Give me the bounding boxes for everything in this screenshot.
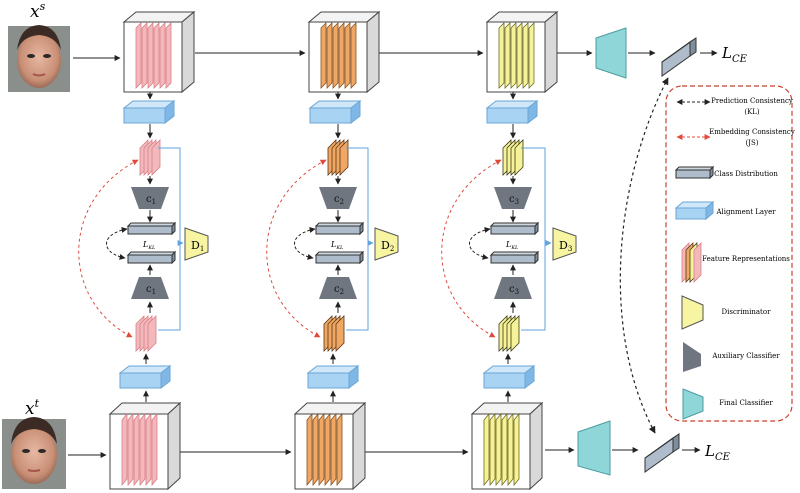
source-feature-2 xyxy=(327,139,349,176)
branch-1: c1 LKL c1 xyxy=(78,92,209,402)
embedding-consistency-1 xyxy=(78,159,139,338)
source-aux-classifier-3 xyxy=(494,187,532,209)
source-alignment-layer-3 xyxy=(485,99,539,125)
target-backbone xyxy=(68,447,575,458)
branch-3: c3 LKL c3 xyxy=(441,92,577,402)
source-input-label: xs xyxy=(30,0,46,22)
legend-prediction-abbr: (KL) xyxy=(744,108,760,116)
kl-label-1: LKL xyxy=(142,240,156,251)
source-class-distribution xyxy=(661,37,697,77)
legend-class-distribution-icon xyxy=(674,165,715,180)
legend-final-classifier-label: Final Classifier xyxy=(719,399,773,407)
source-feature-3 xyxy=(502,139,524,176)
disc-label-2: D2 xyxy=(381,239,394,253)
legend-embedding-label: Embedding Consistency xyxy=(709,128,795,136)
legend: Prediction Consistency (KL) Embedding Co… xyxy=(665,85,795,422)
final-prediction-consistency-arrow xyxy=(619,77,669,434)
embedding-consistency-2 xyxy=(266,159,327,338)
source-ce-loss: LCE xyxy=(721,44,748,65)
prediction-consistency-1 xyxy=(106,227,128,260)
discriminator-2 xyxy=(374,227,399,261)
target-aux-classifier-3 xyxy=(494,277,532,299)
target-alignment-layer-2 xyxy=(306,364,360,390)
target-feature-3 xyxy=(498,315,520,352)
disc-label-1: D1 xyxy=(191,239,204,253)
target-aux-classifier-2 xyxy=(319,277,357,299)
prediction-consistency-2 xyxy=(294,227,316,260)
target-feature-2 xyxy=(323,315,345,352)
discriminator-1 xyxy=(184,227,209,261)
target-class-dist-2 xyxy=(314,250,365,265)
legend-aux-classifier-icon xyxy=(683,342,701,372)
legend-discriminator-icon xyxy=(681,295,704,330)
legend-final-classifier-icon xyxy=(682,388,704,420)
source-class-dist-2 xyxy=(314,221,365,236)
target-alignment-layer-1 xyxy=(118,364,172,390)
legend-feature-label: Feature Representations xyxy=(702,255,790,263)
target-block-3 xyxy=(470,401,544,491)
classifier-label-top-2: c2 xyxy=(334,194,344,206)
classifier-label-bottom-3: c3 xyxy=(509,284,519,296)
kl-label-3: LKL xyxy=(505,240,519,251)
kl-label-2: LKL xyxy=(330,240,344,251)
prediction-consistency-3 xyxy=(469,227,491,260)
target-block-2 xyxy=(293,401,367,491)
source-class-dist-3 xyxy=(489,221,540,236)
legend-feature-icon xyxy=(681,242,702,283)
source-feature-1 xyxy=(139,139,161,176)
target-input-label: xt xyxy=(25,397,40,419)
legend-embedding-abbr: (JS) xyxy=(745,139,758,147)
legend-discriminator-label: Discriminator xyxy=(722,308,772,316)
source-final-classifier xyxy=(595,27,627,79)
target-class-dist-3 xyxy=(489,250,540,265)
source-block-3 xyxy=(485,10,559,94)
source-alignment-layer-1 xyxy=(122,99,176,125)
classifier-label-top-3: c3 xyxy=(509,194,519,206)
classifier-label-bottom-2: c2 xyxy=(334,284,344,296)
legend-prediction-label: Prediction Consistency xyxy=(711,97,793,105)
legend-alignment-layer-icon xyxy=(674,200,715,221)
classifier-label-top-1: c1 xyxy=(146,194,156,206)
target-feature-1 xyxy=(135,315,157,352)
legend-aux-classifier-label: Auxiliary Classifier xyxy=(711,352,780,360)
target-class-dist-1 xyxy=(126,250,177,265)
legend-alignment-layer-label: Alignment Layer xyxy=(715,208,776,216)
source-backbone xyxy=(73,50,593,61)
discriminator-3 xyxy=(552,227,577,261)
target-class-distribution xyxy=(644,433,680,473)
target-block-1 xyxy=(108,401,182,491)
target-aux-classifier-1 xyxy=(131,277,169,299)
source-aux-classifier-1 xyxy=(131,187,169,209)
target-face-image xyxy=(2,417,66,489)
source-alignment-layer-2 xyxy=(308,99,362,125)
legend-class-distribution-label: Class Distribution xyxy=(714,170,778,178)
target-final-classifier xyxy=(577,420,611,476)
source-aux-classifier-2 xyxy=(319,187,357,209)
source-block-1 xyxy=(122,10,196,94)
branch-2: c2 LKL c2 xyxy=(266,92,399,402)
source-class-dist-1 xyxy=(126,221,177,236)
embedding-consistency-3 xyxy=(441,159,502,338)
classifier-label-bottom-1: c1 xyxy=(146,284,156,296)
disc-label-3: D3 xyxy=(559,239,572,253)
source-block-2 xyxy=(307,10,381,94)
target-alignment-layer-3 xyxy=(482,364,536,390)
source-face-image xyxy=(8,25,70,92)
target-ce-loss: LCE xyxy=(704,442,731,463)
